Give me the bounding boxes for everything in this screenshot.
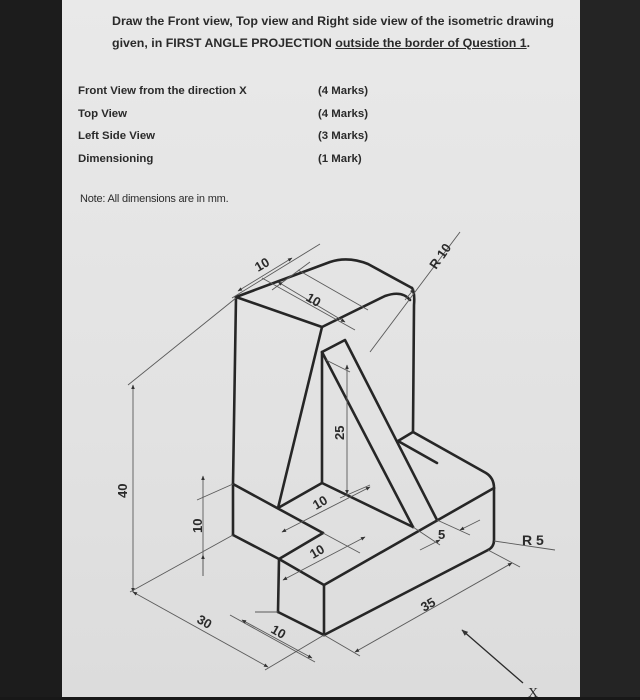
dim-rib-base-depth: 10 [310, 492, 330, 512]
dim-notch-depth: 10 [307, 541, 327, 561]
dark-background-bottom [0, 697, 640, 700]
marks-value: (4 Marks) [318, 85, 369, 98]
dim-base-length: 35 [418, 594, 438, 614]
marks-value: (3 Marks) [318, 130, 369, 143]
marks-label: Left Side View [78, 130, 156, 143]
dim-front-block-width: 10 [269, 622, 289, 642]
marks-value: (4 Marks) [318, 107, 369, 120]
direction-arrow-icon [461, 629, 524, 684]
units-note: Note: All dimensions are in mm. [80, 193, 229, 205]
object-outline [231, 258, 496, 637]
dark-background-right [580, 0, 640, 700]
marks-row: Left Side View (3 Marks) [78, 125, 418, 148]
dimension-labels: 10 10 R 10 25 40 10 10 10 5 R 5 30 10 35 [115, 241, 544, 642]
dim-total-height: 40 [115, 484, 130, 498]
marks-label: Front View from the direction X [78, 85, 247, 98]
underlined-instruction: outside the border of Question 1 [335, 36, 527, 50]
dim-rib-offset: 5 [438, 527, 445, 542]
marks-table: Front View from the direction X (4 Marks… [78, 80, 418, 170]
instruction-line-2: given, in FIRST ANGLE PROJECTION outside… [112, 36, 531, 50]
dim-radius-corner: R 5 [522, 532, 544, 548]
marks-row: Front View from the direction X (4 Marks… [78, 80, 418, 103]
marks-label: Dimensioning [78, 152, 154, 165]
dim-upright-depth: 10 [304, 290, 324, 310]
dim-upright-width: 10 [252, 254, 272, 274]
instruction-line-1: Draw the Front view, Top view and Right … [112, 14, 554, 28]
marks-value: (1 Mark) [318, 152, 362, 165]
question-instructions: Draw the Front view, Top view and Right … [112, 10, 582, 54]
dim-rib-height: 25 [332, 426, 347, 440]
marks-row: Dimensioning (1 Mark) [78, 148, 418, 171]
dim-step-height: 10 [190, 519, 205, 533]
question-paper [62, 0, 580, 697]
dimension-lines [127, 231, 556, 671]
marks-label: Top View [78, 107, 127, 120]
view-direction-label: X [528, 686, 538, 700]
view-direction-arrow: X [461, 629, 538, 700]
marks-row: Top View (4 Marks) [78, 103, 418, 126]
dim-base-width: 30 [195, 612, 215, 632]
